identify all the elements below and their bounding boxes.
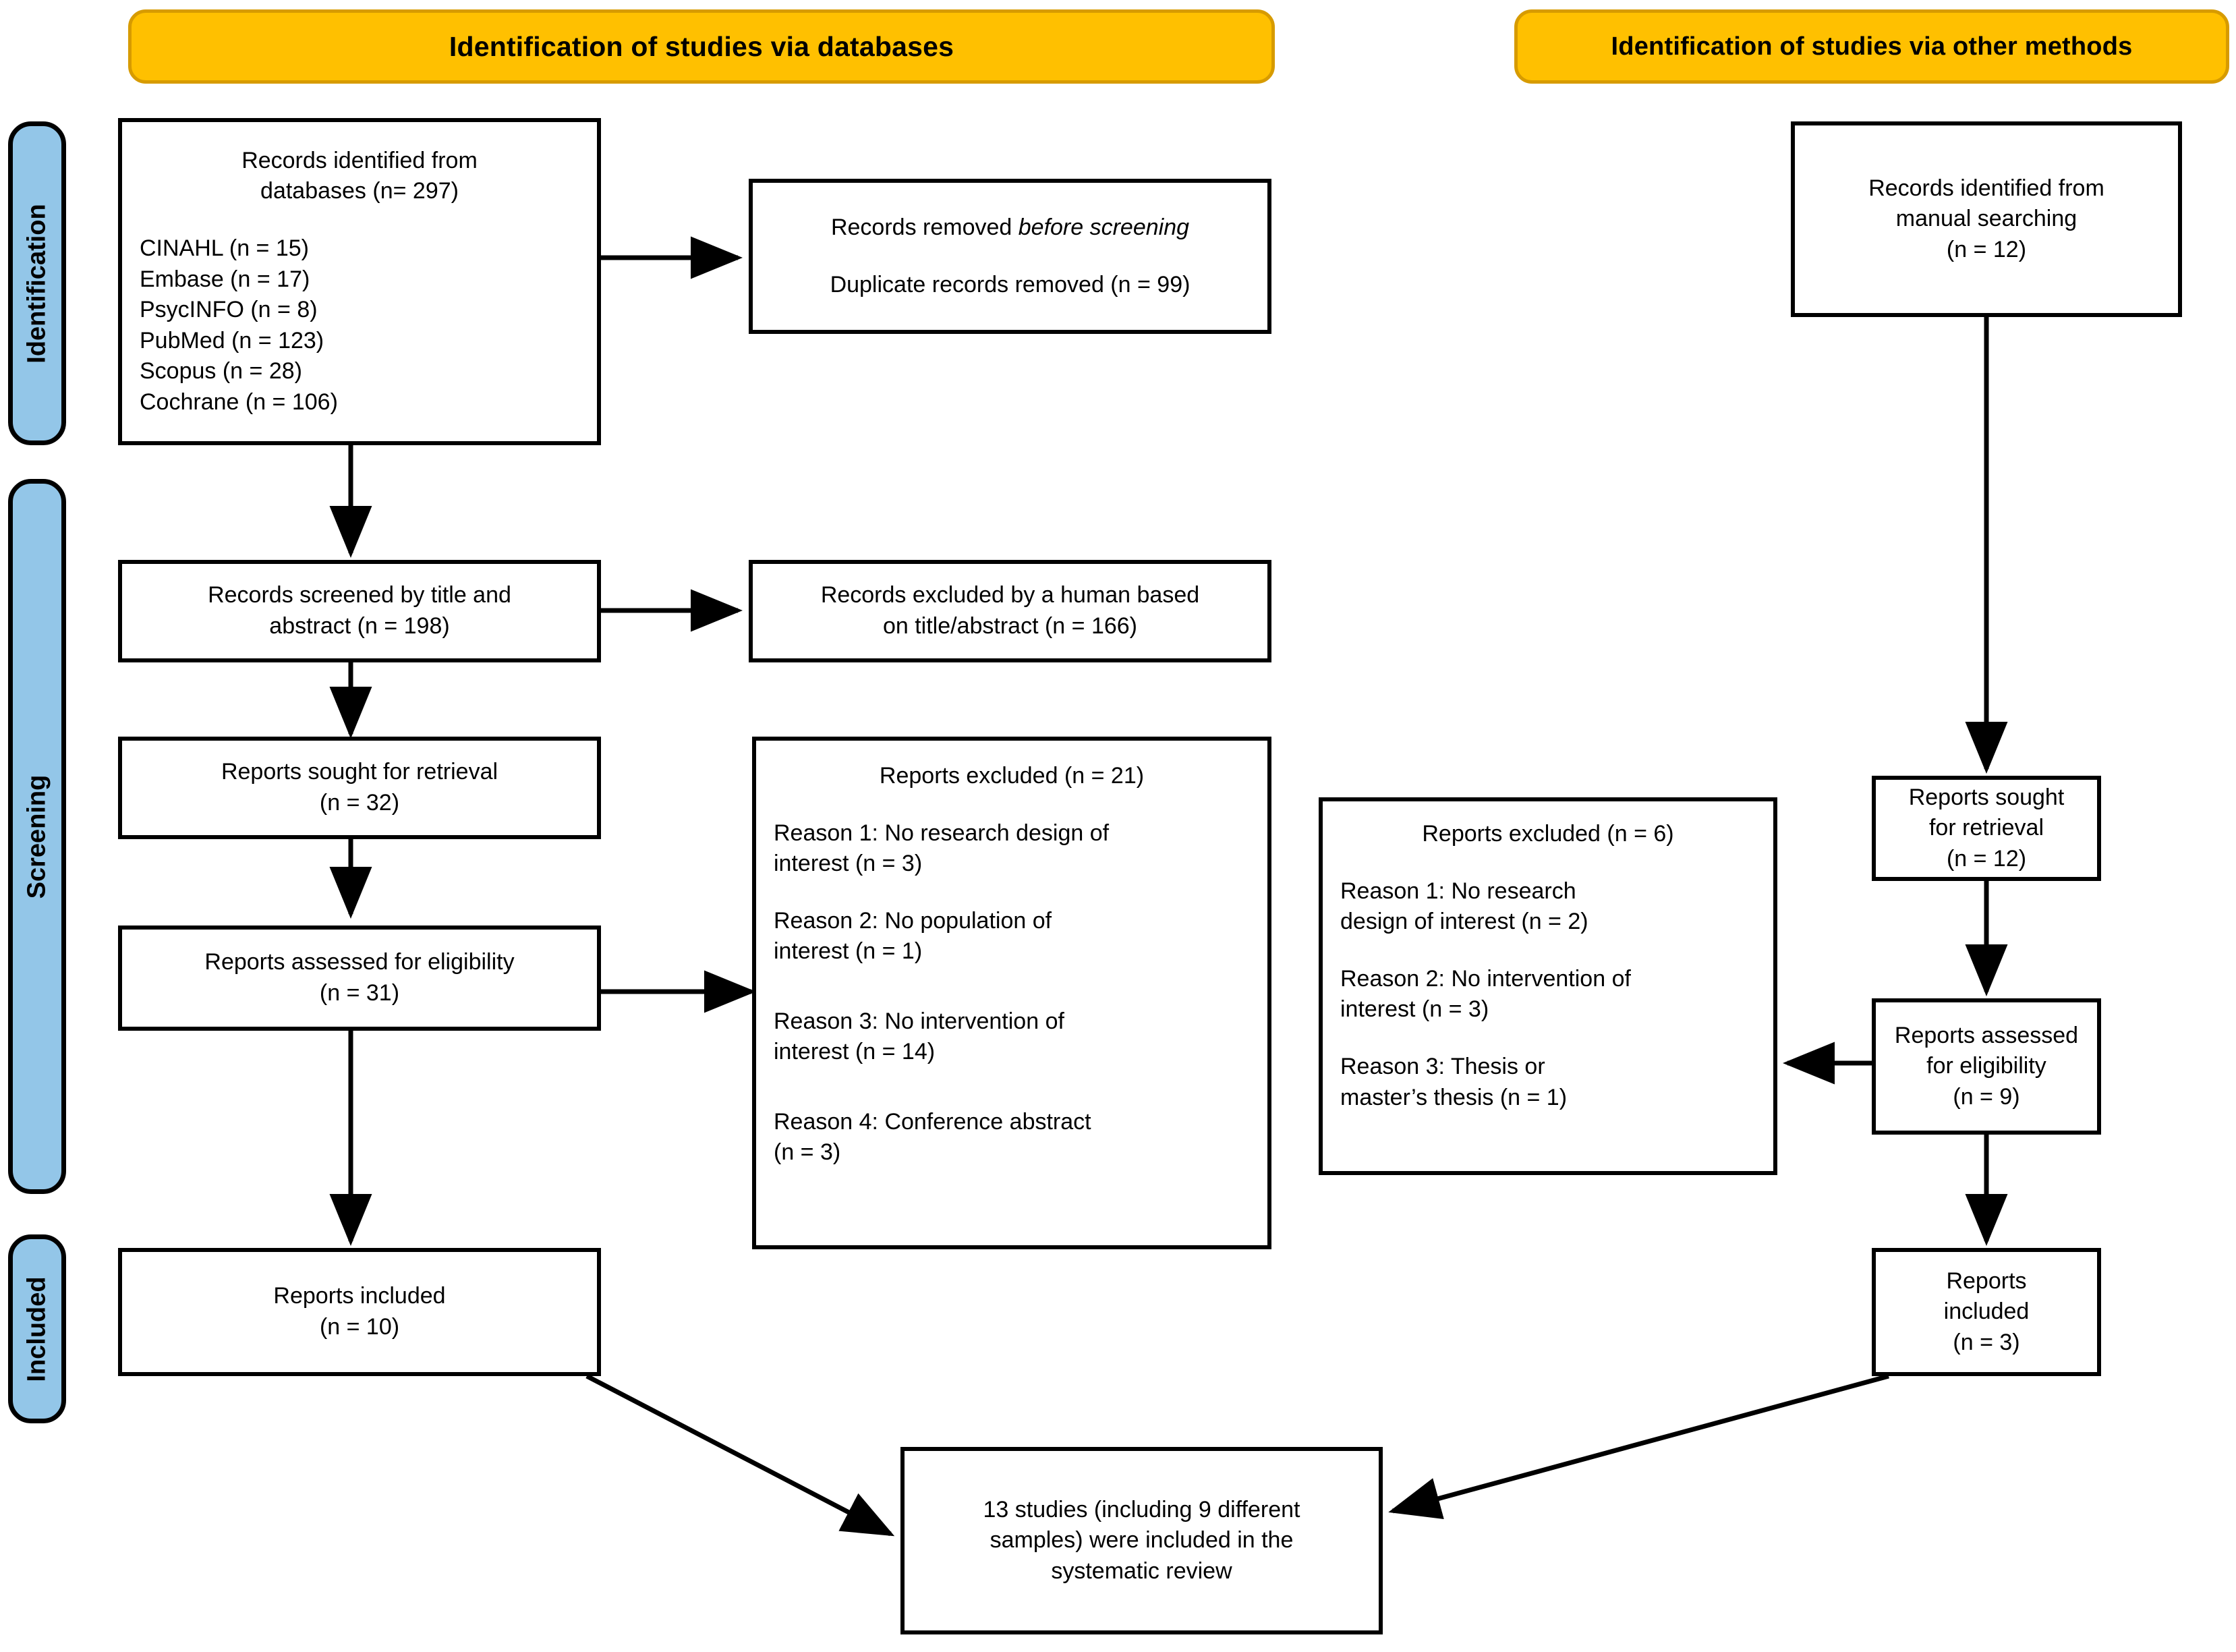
reports-assessed-db-line1: Reports assessed for eligibility [204,949,515,975]
reports-assessed-other-line3: (n = 9) [1953,1083,2020,1110]
reports-sought-other-line1: Reports sought [1908,784,2065,810]
records-identified-line1: Records identified from [241,147,478,173]
reports-sought-db-line1: Reports sought for retrieval [221,759,498,785]
excl-other-reason3-line1: Reason 3: Thesis or [1340,1054,1545,1080]
reports-sought-other-line2: for retrieval [1928,815,2044,841]
records-removed-line1-plain: Records removed [830,214,1019,240]
source-cochrane: Cochrane (n = 106) [140,389,338,415]
records-screened-line1: Records screened by title and [208,582,511,608]
source-cinahl: CINAHL (n = 15) [140,235,309,261]
records-excluded-human-line1: Records excluded by a human based [820,582,1200,608]
records-excluded-human-line2: on title/abstract (n = 166) [882,613,1138,639]
final-synthesis-line1: 13 studies (including 9 different [983,1496,1300,1522]
box-records-identified-manual: Records identified from manual searching… [1791,121,2182,317]
reports-included-other-line2: included [1943,1299,2030,1325]
box-reports-assessed-db: Reports assessed for eligibility (n = 31… [118,925,601,1031]
box-records-screened: Records screened by title and abstract (… [118,560,601,662]
records-removed-line2: Duplicate records removed (n = 99) [830,271,1191,297]
phase-identification: Identification [8,121,66,445]
box-reports-sought-db: Reports sought for retrieval (n = 32) [118,737,601,839]
phase-screening: Screening [8,479,66,1194]
records-identified-line2: databases (n= 297) [260,178,459,204]
reports-excluded-db-heading: Reports excluded (n = 21) [879,763,1145,789]
box-records-removed: Records removed before screening Duplica… [749,179,1271,334]
phase-screening-label: Screening [22,774,51,899]
manual-line3: (n = 12) [1946,236,2027,262]
excl-db-reason3-line2: interest (n = 14) [774,1039,936,1065]
banner-databases-label: Identification of studies via databases [449,30,954,62]
phase-identification-label: Identification [22,203,51,364]
manual-line1: Records identified from [1868,175,2104,201]
source-pubmed: PubMed (n = 123) [140,327,324,353]
phase-included-label: Included [22,1276,51,1382]
box-records-identified-databases: Records identified from databases (n= 29… [118,118,601,445]
reports-included-other-line3: (n = 3) [1953,1329,2020,1355]
source-scopus: Scopus (n = 28) [140,358,302,384]
final-synthesis-line2: samples) were included in the [990,1527,1294,1554]
reports-included-db-line2: (n = 10) [319,1314,400,1340]
box-reports-included-db: Reports included (n = 10) [118,1248,601,1376]
arrow-included3-to-final [1388,1373,1889,1520]
reports-assessed-db-line2: (n = 31) [319,980,400,1006]
excl-db-reason1-line1: Reason 1: No research design of [774,820,1110,846]
excl-db-reason2-line1: Reason 2: No population of [774,907,1052,934]
box-reports-assessed-other: Reports assessed for eligibility (n = 9) [1872,998,2101,1135]
box-reports-excluded-db: Reports excluded (n = 21) Reason 1: No r… [752,737,1271,1249]
excl-db-reason2-line2: interest (n = 1) [774,938,923,965]
reports-included-db-line1: Reports included [273,1283,446,1309]
records-removed-line1-italic: before screening [1018,214,1190,240]
reports-sought-other-line3: (n = 12) [1946,845,2027,872]
excl-db-reason3-line1: Reason 3: No intervention of [774,1008,1064,1034]
reports-excluded-other-heading: Reports excluded (n = 6) [1422,821,1674,847]
final-synthesis-line3: systematic review [1051,1558,1232,1584]
excl-other-reason3-line2: master’s thesis (n = 1) [1340,1084,1568,1110]
excl-db-reason1-line2: interest (n = 3) [774,851,923,877]
manual-line2: manual searching [1895,206,2077,232]
banner-other-methods: Identification of studies via other meth… [1514,9,2229,84]
records-screened-line2: abstract (n = 198) [269,613,450,639]
box-reports-sought-other: Reports sought for retrieval (n = 12) [1872,776,2101,881]
banner-databases: Identification of studies via databases [128,9,1275,84]
box-reports-excluded-other: Reports excluded (n = 6) Reason 1: No re… [1319,797,1777,1175]
banner-other-methods-label: Identification of studies via other meth… [1611,32,2133,61]
box-final-synthesis: 13 studies (including 9 different sample… [900,1447,1383,1634]
excl-other-reason2-line2: interest (n = 3) [1340,996,1489,1023]
reports-assessed-other-line2: for eligibility [1926,1053,2046,1079]
phase-included: Included [8,1234,66,1423]
box-records-excluded-human: Records excluded by a human based on tit… [749,560,1271,662]
excl-other-reason1-line2: design of interest (n = 2) [1340,909,1588,935]
source-embase: Embase (n = 17) [140,266,310,292]
reports-included-other-line1: Reports [1946,1268,2027,1294]
excl-other-reason2-line1: Reason 2: No intervention of [1340,965,1631,992]
excl-other-reason1-line1: Reason 1: No research [1340,878,1576,904]
box-reports-included-other: Reports included (n = 3) [1872,1248,2101,1376]
reports-assessed-other-line1: Reports assessed [1894,1022,2079,1048]
excl-db-reason4-line2: (n = 3) [774,1139,841,1166]
excl-db-reason4-line1: Reason 4: Conference abstract [774,1108,1091,1135]
reports-sought-db-line2: (n = 32) [319,790,400,816]
arrow-included10-to-final [585,1373,895,1537]
source-psycinfo: PsycINFO (n = 8) [140,297,318,323]
